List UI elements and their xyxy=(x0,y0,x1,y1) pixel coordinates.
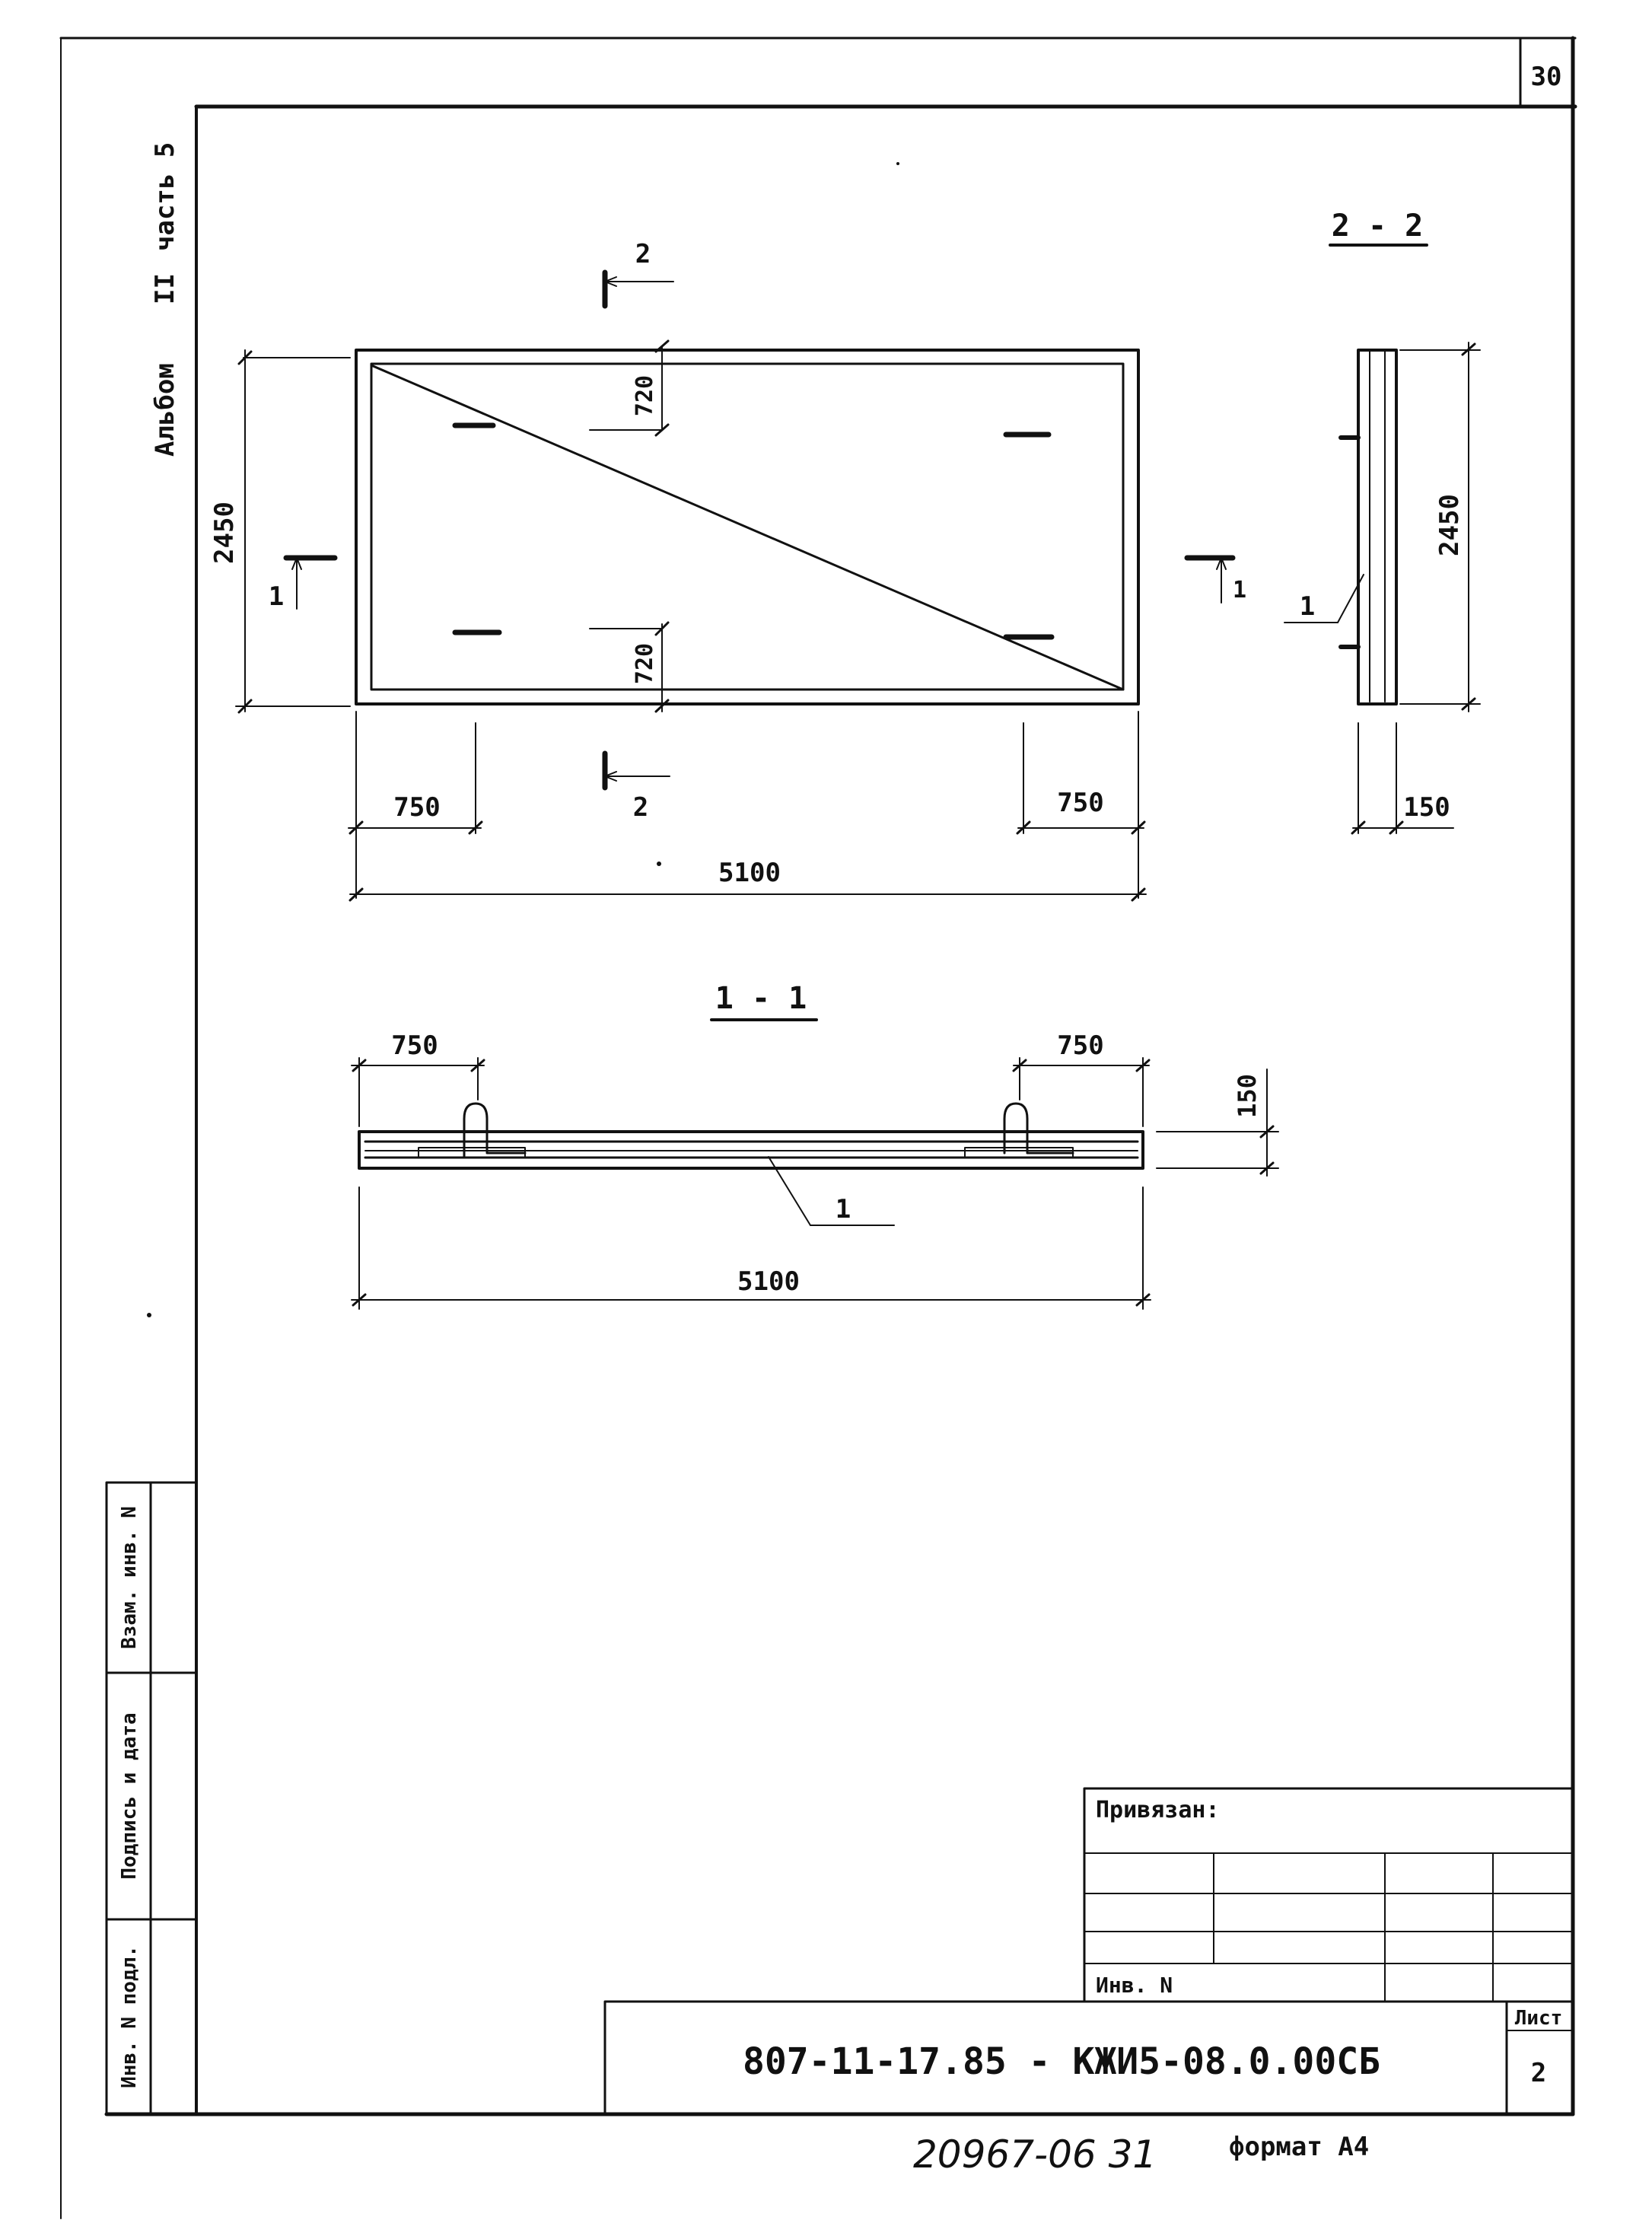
lifting-loop-left xyxy=(463,1102,527,1158)
section-1-1-total-dim: 5100 xyxy=(737,1266,800,1297)
designation: 807-11-17.85 - КЖИ5-08.0.00СБ xyxy=(743,2040,1380,2083)
section-1-1-right-dim: 750 xyxy=(1057,1030,1103,1061)
attached-label: Привязан: xyxy=(1096,1797,1220,1823)
album-part: часть 5 xyxy=(150,142,180,251)
inventory-stamp: 20967-06 31 xyxy=(913,2132,1157,2177)
height-dim: 2450 xyxy=(209,502,240,564)
offset-bottom-dim: 720 xyxy=(632,643,658,684)
section-2-2-title: 2 - 2 xyxy=(1332,209,1423,244)
speck xyxy=(896,162,899,165)
title-block: Привязан: Инв. N Лист 2 807-11-17.85 - К… xyxy=(603,1787,1574,2116)
sheet-label: Лист xyxy=(1515,2007,1563,2030)
speck xyxy=(657,862,661,866)
section-2-2: 2 - 2 1 2450 150 xyxy=(1284,209,1481,835)
side-stamp: Взам. инв. N Подпись и дата Инв. N подл. xyxy=(105,1481,198,2116)
offset-top-dim: 720 xyxy=(632,375,658,416)
section-2-2-thickness-dim: 150 xyxy=(1403,792,1450,823)
format-label: формат А4 xyxy=(1229,2132,1369,2162)
section-1-1-left-dim: 750 xyxy=(391,1030,438,1061)
section-1-1-title: 1 - 1 xyxy=(715,981,807,1016)
side-stamp-cell-replace: Взам. инв. N xyxy=(118,1506,141,1649)
section-mark-2-bottom: 2 xyxy=(633,792,648,823)
section-mark-2-top: 2 xyxy=(635,239,651,269)
inv-label: Инв. N xyxy=(1096,1973,1173,1998)
section-1-1-thickness-dim: 150 xyxy=(1233,1074,1262,1118)
left-offset-dim: 750 xyxy=(393,792,440,823)
plan-view: 2 2 1 1 2450 720 720 xyxy=(209,239,1246,902)
section-2-2-height-dim: 2450 xyxy=(1434,494,1465,556)
page-number: 30 xyxy=(1531,62,1562,92)
section-1-1: 1 - 1 1 750 750 150 xyxy=(351,981,1279,1310)
section-mark-1-left: 1 xyxy=(269,581,284,612)
sheet-number: 2 xyxy=(1531,2058,1546,2088)
section-2-2-callout: 1 xyxy=(1300,591,1315,622)
album-number: II xyxy=(150,273,180,304)
sheet-frame xyxy=(59,36,1577,2219)
speck xyxy=(147,1313,151,1317)
total-length-dim: 5100 xyxy=(718,858,781,888)
side-stamp-cell-signature: Подпись и дата xyxy=(118,1712,141,1879)
lifting-loop-right xyxy=(1003,1102,1074,1155)
album-title: Альбом xyxy=(150,363,180,457)
section-mark-1-right: 1 xyxy=(1233,577,1246,604)
section-1-1-callout: 1 xyxy=(836,1194,851,1225)
side-stamp-cell-inventory: Инв. N подл. xyxy=(118,1945,141,2088)
album-label: Альбом II часть 5 xyxy=(150,142,180,457)
right-offset-dim: 750 xyxy=(1057,788,1103,818)
